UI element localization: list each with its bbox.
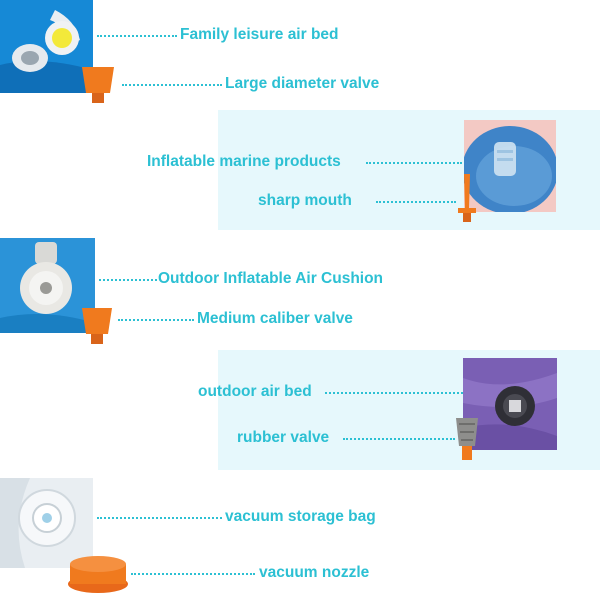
leader-line: [118, 319, 194, 321]
label-rubber-valve: rubber valve: [237, 429, 330, 446]
vacuum-bag-valve-photo: [0, 478, 93, 568]
marine-valve-photo: [464, 120, 556, 212]
label-medium-caliber-valve: Medium caliber valve: [197, 310, 353, 327]
leader-line: [97, 517, 222, 519]
label-vacuum-storage-bag: vacuum storage bag: [225, 508, 376, 525]
rubber-valve-nozzle: [452, 416, 482, 462]
sharp-mouth-nozzle: [456, 172, 478, 224]
leader-line: [122, 84, 222, 86]
leader-line: [131, 573, 255, 575]
label-vacuum-nozzle: vacuum nozzle: [259, 564, 370, 581]
family-air-bed-valve-photo: [0, 0, 93, 93]
leader-line: [366, 162, 462, 164]
label-inflatable-marine-products: Inflatable marine products: [147, 153, 341, 170]
label-large-diameter-valve: Large diameter valve: [225, 75, 380, 92]
label-outdoor-inflatable-air-cushion: Outdoor Inflatable Air Cushion: [158, 270, 384, 287]
leader-line: [97, 35, 177, 37]
label-family-leisure-air-bed: Family leisure air bed: [180, 26, 339, 43]
vacuum-nozzle: [66, 554, 130, 594]
outdoor-air-bed-valve-photo: [463, 358, 557, 450]
medium-caliber-valve-nozzle: [78, 306, 116, 346]
label-outdoor-air-bed: outdoor air bed: [198, 383, 312, 400]
leader-line: [99, 279, 157, 281]
air-cushion-valve-photo: [0, 238, 95, 333]
leader-line: [343, 438, 455, 440]
large-diameter-valve-nozzle: [78, 63, 118, 105]
leader-line: [325, 392, 463, 394]
leader-line: [376, 201, 456, 203]
label-sharp-mouth: sharp mouth: [258, 192, 352, 209]
